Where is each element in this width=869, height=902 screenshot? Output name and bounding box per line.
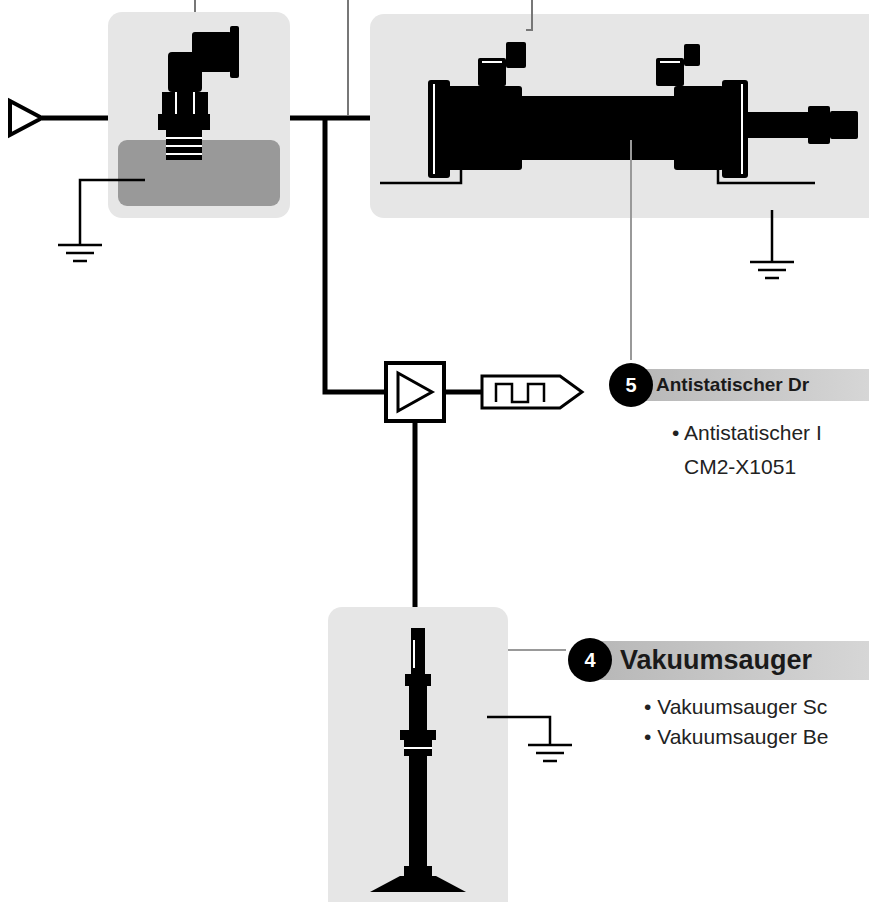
callout-band: Vakuumsauger bbox=[600, 641, 869, 680]
cylinder-panel bbox=[370, 14, 869, 218]
thread-lines bbox=[166, 92, 202, 154]
pad-highlights bbox=[404, 640, 432, 748]
vacuum-pad bbox=[370, 628, 466, 892]
callout-circle: 5 bbox=[609, 363, 653, 407]
callout-heading: Antistatischer Dr bbox=[656, 375, 809, 396]
callout-band: Antistatischer Dr bbox=[640, 369, 869, 401]
cylinder-highlights bbox=[434, 62, 742, 174]
air-lines bbox=[10, 101, 582, 607]
callout-text: CM2-X1051 bbox=[684, 454, 796, 479]
vacuum-panel bbox=[328, 607, 508, 902]
callout-text: • Vakuumsauger Be bbox=[644, 724, 828, 749]
callout-circle: 4 bbox=[568, 638, 612, 682]
mounting-feet bbox=[380, 140, 815, 183]
cylinder bbox=[428, 42, 858, 178]
callout-heading: Vakuumsauger bbox=[620, 646, 812, 676]
elbow-fitting bbox=[158, 26, 239, 160]
fitting-panel bbox=[108, 12, 290, 218]
callout-number: 4 bbox=[584, 649, 595, 671]
callout-text: • Antistatischer I bbox=[672, 420, 822, 445]
callout-number: 5 bbox=[625, 374, 636, 396]
callout-text: • Vakuumsauger Sc bbox=[644, 694, 827, 719]
signal-lines bbox=[195, 0, 532, 116]
